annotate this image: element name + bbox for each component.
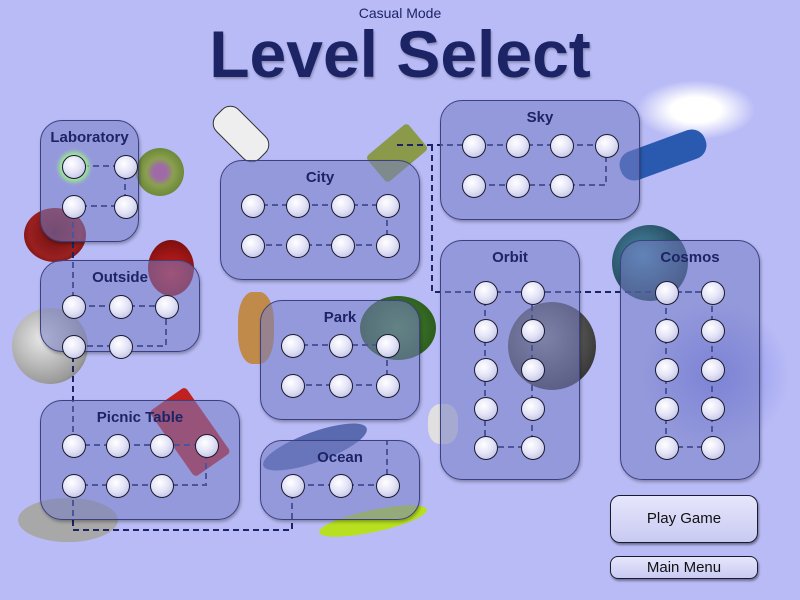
level-node-city-4[interactable] — [376, 194, 400, 218]
level-node-cosmos-5[interactable] — [655, 358, 679, 382]
level-node-park-1[interactable] — [281, 334, 305, 358]
level-node-park-5[interactable] — [329, 374, 353, 398]
level-node-picnic-7[interactable] — [150, 474, 174, 498]
level-panel-picnic: Picnic Table — [40, 400, 240, 520]
level-node-cosmos-8[interactable] — [701, 397, 725, 421]
level-node-orbit-2[interactable] — [521, 281, 545, 305]
level-node-city-2[interactable] — [286, 194, 310, 218]
level-panel-title: Picnic Table — [96, 409, 184, 426]
level-node-outside-3[interactable] — [155, 295, 179, 319]
level-node-laboratory-2[interactable] — [114, 155, 138, 179]
level-node-laboratory-4[interactable] — [114, 195, 138, 219]
level-node-sky-6[interactable] — [506, 174, 530, 198]
level-node-city-6[interactable] — [286, 234, 310, 258]
level-node-picnic-6[interactable] — [106, 474, 130, 498]
level-node-cosmos-2[interactable] — [701, 281, 725, 305]
level-panel-outside: Outside — [40, 260, 200, 359]
page-title: Level Select — [209, 17, 591, 91]
level-node-city-1[interactable] — [241, 194, 265, 218]
level-node-orbit-10[interactable] — [521, 436, 545, 460]
level-panel-title: Park — [323, 309, 357, 326]
level-node-laboratory-1[interactable] — [62, 155, 86, 179]
level-node-orbit-6[interactable] — [521, 358, 545, 382]
main-menu-button[interactable]: Main Menu — [610, 556, 758, 579]
level-panel-title: Cosmos — [660, 249, 720, 266]
level-node-orbit-9[interactable] — [474, 436, 498, 460]
level-node-orbit-7[interactable] — [474, 397, 498, 421]
level-node-cosmos-10[interactable] — [701, 436, 725, 460]
level-node-park-3[interactable] — [376, 334, 400, 358]
level-panel-city: City — [220, 160, 420, 280]
level-node-sky-7[interactable] — [550, 174, 574, 198]
level-panel-title: Orbit — [492, 249, 528, 266]
level-node-outside-2[interactable] — [109, 295, 133, 319]
level-node-laboratory-3[interactable] — [62, 195, 86, 219]
level-node-ocean-2[interactable] — [329, 474, 353, 498]
play-game-button[interactable]: Play Game — [610, 495, 758, 543]
bacteria-decoration — [136, 148, 184, 196]
level-node-cosmos-1[interactable] — [655, 281, 679, 305]
level-node-park-2[interactable] — [329, 334, 353, 358]
level-node-cosmos-7[interactable] — [655, 397, 679, 421]
level-panel-cosmos: Cosmos — [620, 240, 760, 480]
level-panel-title: Ocean — [317, 449, 363, 466]
level-node-city-5[interactable] — [241, 234, 265, 258]
level-node-sky-4[interactable] — [595, 134, 619, 158]
level-panel-title: Laboratory — [50, 129, 129, 146]
level-node-ocean-3[interactable] — [376, 474, 400, 498]
level-node-cosmos-3[interactable] — [655, 319, 679, 343]
level-node-sky-1[interactable] — [462, 134, 486, 158]
level-node-picnic-5[interactable] — [62, 474, 86, 498]
level-node-picnic-3[interactable] — [150, 434, 174, 458]
level-panel-laboratory: Laboratory — [40, 120, 139, 242]
level-node-outside-4[interactable] — [62, 335, 86, 359]
level-node-orbit-5[interactable] — [474, 358, 498, 382]
level-node-cosmos-4[interactable] — [701, 319, 725, 343]
level-node-orbit-8[interactable] — [521, 397, 545, 421]
level-node-picnic-1[interactable] — [62, 434, 86, 458]
level-node-outside-1[interactable] — [62, 295, 86, 319]
level-node-city-8[interactable] — [376, 234, 400, 258]
level-node-outside-5[interactable] — [109, 335, 133, 359]
level-node-sky-3[interactable] — [550, 134, 574, 158]
level-node-picnic-2[interactable] — [106, 434, 130, 458]
level-panel-ocean: Ocean — [260, 440, 420, 520]
mode-label: Casual Mode — [358, 5, 442, 21]
level-node-ocean-1[interactable] — [281, 474, 305, 498]
level-panel-orbit: Orbit — [440, 240, 580, 480]
level-node-orbit-3[interactable] — [474, 319, 498, 343]
level-node-cosmos-9[interactable] — [655, 436, 679, 460]
level-node-park-6[interactable] — [376, 374, 400, 398]
level-node-sky-2[interactable] — [506, 134, 530, 158]
level-panel-title: Sky — [526, 109, 554, 126]
level-panel-title: City — [305, 169, 335, 186]
level-panel-title: Outside — [92, 269, 148, 286]
level-node-orbit-4[interactable] — [521, 319, 545, 343]
level-node-orbit-1[interactable] — [474, 281, 498, 305]
level-node-picnic-4[interactable] — [195, 434, 219, 458]
level-node-city-3[interactable] — [331, 194, 355, 218]
level-node-city-7[interactable] — [331, 234, 355, 258]
level-node-cosmos-6[interactable] — [701, 358, 725, 382]
level-node-park-4[interactable] — [281, 374, 305, 398]
level-node-sky-5[interactable] — [462, 174, 486, 198]
level-panel-park: Park — [260, 300, 420, 420]
level-panel-sky: Sky — [440, 100, 640, 220]
